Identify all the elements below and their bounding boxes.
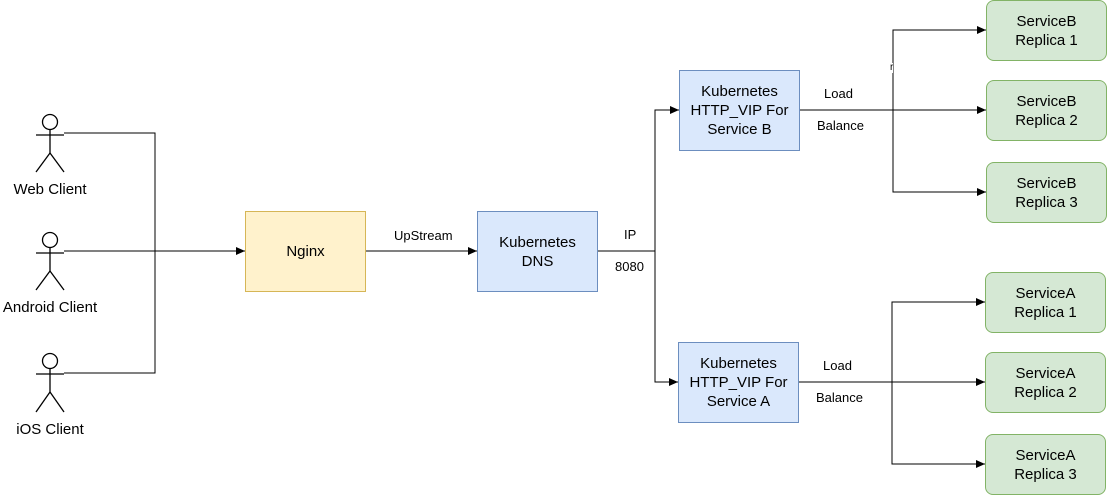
web-client-actor-icon xyxy=(35,113,65,173)
dns-to-vip-a-arrow xyxy=(654,251,678,386)
service-b-replica-3[interactable]: ServiceB Replica 3 xyxy=(986,162,1107,223)
service-a-replica-2[interactable]: ServiceA Replica 2 xyxy=(985,352,1106,413)
dns-to-vip-b-arrow xyxy=(654,106,679,251)
port-label: 8080 xyxy=(615,259,644,274)
nginx-node[interactable]: Nginx xyxy=(245,211,366,292)
ios-client-label: iOS Client xyxy=(16,421,84,438)
service-a-replica-1[interactable]: ServiceA Replica 1 xyxy=(985,272,1106,333)
kubernetes-dns-node[interactable]: Kubernetes DNS xyxy=(477,211,598,292)
upstream-label: UpStream xyxy=(394,228,453,243)
service-b-replica-1[interactable]: ServiceB Replica 1 xyxy=(986,0,1107,61)
vip-b-to-replica-b1-arrow xyxy=(892,26,986,110)
vip-a-to-replica-a1-arrow xyxy=(891,298,985,382)
balance-label-a: Balance xyxy=(816,390,863,405)
web-client-connector xyxy=(64,132,156,251)
android-client-actor-icon xyxy=(35,231,65,291)
stray-mark-label: r xyxy=(890,62,894,73)
service-a-replica-3[interactable]: ServiceA Replica 3 xyxy=(985,434,1106,495)
ios-client-connector xyxy=(64,251,156,374)
ios-client-actor-icon xyxy=(35,352,65,413)
load-label-a: Load xyxy=(823,358,852,373)
vip-a-to-replica-a3-arrow xyxy=(891,382,985,468)
balance-label-b: Balance xyxy=(817,118,864,133)
web-client-label: Web Client xyxy=(13,181,87,198)
ip-label: IP xyxy=(624,227,637,242)
android-client-label: Android Client xyxy=(2,299,98,316)
vip-b-to-replica-b3-arrow xyxy=(892,110,986,196)
load-label-b: Load xyxy=(824,86,853,101)
vip-service-a-node[interactable]: Kubernetes HTTP_VIP For Service A xyxy=(678,342,799,423)
service-b-replica-2[interactable]: ServiceB Replica 2 xyxy=(986,80,1107,141)
vip-service-b-node[interactable]: Kubernetes HTTP_VIP For Service B xyxy=(679,70,800,151)
